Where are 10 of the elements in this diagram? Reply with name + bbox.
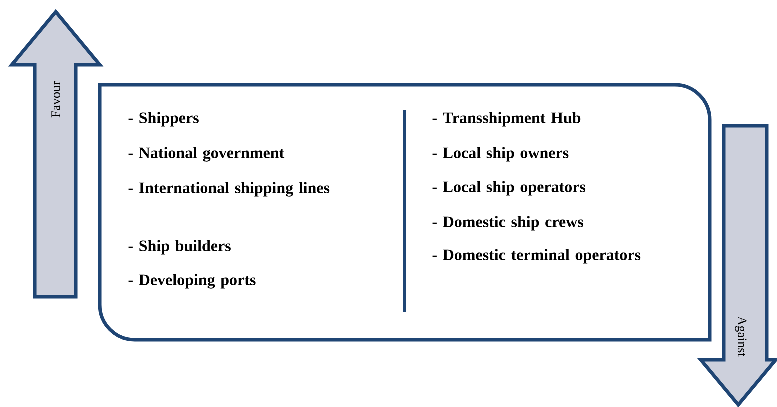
list-item: - Transshipment Hub — [432, 112, 581, 127]
list-item: - International shipping lines — [128, 182, 330, 197]
list-item: - Domestic ship crews — [432, 216, 584, 231]
list-item: - Developing ports — [128, 274, 256, 289]
list-item: - Shippers — [128, 112, 199, 127]
list-item: - Domestic terminal operators — [432, 249, 641, 264]
list-item: - Ship builders — [128, 240, 231, 255]
list-item: - Local ship owners — [432, 147, 569, 162]
list-item: - Local ship operators — [432, 181, 586, 196]
list-item: - National government — [128, 147, 285, 162]
